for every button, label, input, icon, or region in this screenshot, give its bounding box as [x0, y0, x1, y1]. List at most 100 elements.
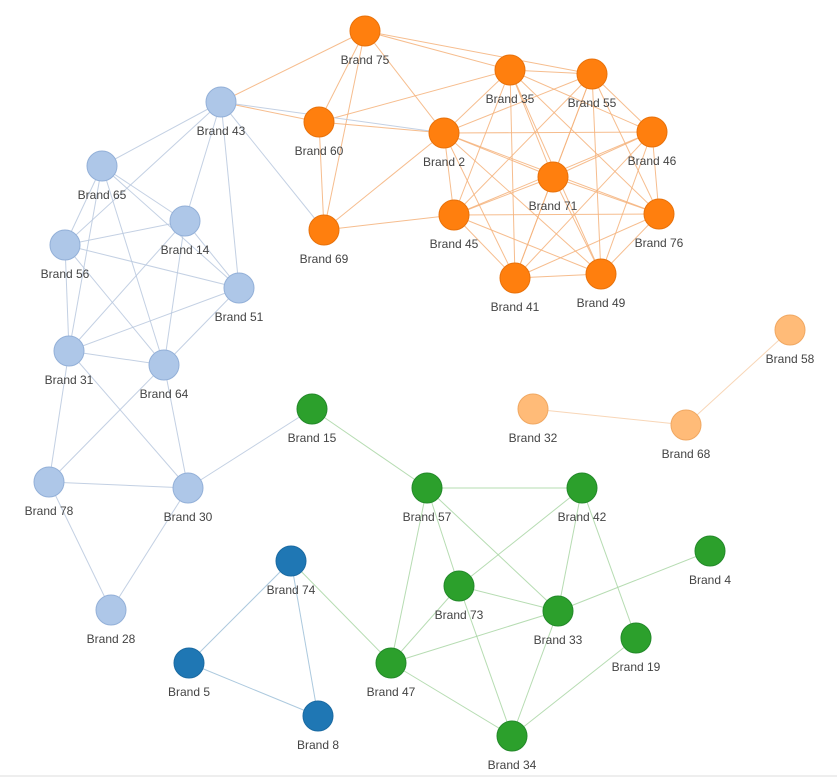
- node-brand-2[interactable]: [428, 117, 460, 149]
- node-label-brand-73: Brand 73: [435, 608, 484, 622]
- edge-brand-65-brand-64: [101, 165, 165, 366]
- edge-brand-60-brand-2: [318, 121, 445, 134]
- edge-brand-71-brand-76: [552, 176, 660, 215]
- node-label-brand-41: Brand 41: [491, 300, 540, 314]
- node-label-brand-4: Brand 4: [689, 573, 731, 587]
- node-brand-33[interactable]: [542, 595, 574, 627]
- edge-brand-69-brand-2: [323, 132, 445, 231]
- node-label-brand-46: Brand 46: [628, 154, 677, 168]
- edge-brand-74-brand-5: [188, 560, 292, 664]
- edge-brand-30-brand-28: [110, 487, 189, 611]
- node-brand-4[interactable]: [694, 535, 726, 567]
- node-brand-34[interactable]: [496, 720, 528, 752]
- edge-brand-74-brand-8: [290, 560, 319, 717]
- node-label-brand-34: Brand 34: [488, 758, 537, 772]
- edge-brand-73-brand-47: [390, 585, 460, 664]
- node-label-brand-15: Brand 15: [288, 431, 337, 445]
- edge-brand-43-brand-56: [64, 101, 222, 246]
- node-brand-55[interactable]: [576, 58, 608, 90]
- node-brand-28[interactable]: [95, 594, 127, 626]
- edge-brand-75-brand-43: [220, 30, 366, 103]
- node-label-brand-2: Brand 2: [423, 155, 465, 169]
- node-brand-45[interactable]: [438, 199, 470, 231]
- edge-brand-73-brand-34: [458, 585, 513, 737]
- node-brand-68[interactable]: [670, 409, 702, 441]
- edge-brand-31-brand-64: [68, 350, 165, 366]
- node-label-brand-28: Brand 28: [87, 632, 136, 646]
- edge-brand-42-brand-73: [458, 487, 583, 587]
- node-brand-49[interactable]: [585, 258, 617, 290]
- node-brand-41[interactable]: [499, 262, 531, 294]
- node-brand-46[interactable]: [636, 116, 668, 148]
- node-brand-43[interactable]: [205, 86, 237, 118]
- node-brand-14[interactable]: [169, 205, 201, 237]
- node-label-brand-75: Brand 75: [341, 53, 390, 67]
- node-brand-8[interactable]: [302, 700, 334, 732]
- edge-brand-15-brand-57: [311, 408, 428, 489]
- edge-brand-31-brand-78: [48, 350, 70, 483]
- node-label-brand-5: Brand 5: [168, 685, 210, 699]
- edge-brand-64-brand-30: [163, 364, 189, 489]
- node-brand-30[interactable]: [172, 472, 204, 504]
- edge-brand-75-brand-69: [323, 30, 366, 231]
- node-brand-47[interactable]: [375, 647, 407, 679]
- edge-brand-35-brand-76: [509, 69, 660, 215]
- edge-brand-78-brand-28: [48, 481, 112, 611]
- edge-brand-14-brand-56: [64, 220, 186, 246]
- edge-brand-30-brand-15: [187, 408, 313, 489]
- edge-brand-31-brand-30: [68, 350, 189, 489]
- edge-brand-43-brand-69: [220, 101, 325, 231]
- edge-brand-35-brand-46: [509, 69, 653, 133]
- node-brand-5[interactable]: [173, 647, 205, 679]
- node-brand-71[interactable]: [537, 161, 569, 193]
- edge-brand-78-brand-30: [48, 481, 189, 489]
- node-brand-74[interactable]: [275, 545, 307, 577]
- edge-brand-71-brand-41: [514, 176, 554, 279]
- node-brand-69[interactable]: [308, 214, 340, 246]
- edge-brand-55-brand-45: [453, 73, 593, 216]
- node-label-brand-30: Brand 30: [164, 510, 213, 524]
- node-label-brand-65: Brand 65: [78, 188, 127, 202]
- edge-brand-56-brand-51: [64, 244, 240, 289]
- node-label-brand-60: Brand 60: [295, 144, 344, 158]
- node-brand-65[interactable]: [86, 150, 118, 182]
- node-brand-32[interactable]: [517, 393, 549, 425]
- node-brand-73[interactable]: [443, 570, 475, 602]
- edge-brand-32-brand-68: [532, 408, 687, 426]
- node-label-brand-8: Brand 8: [297, 738, 339, 752]
- edge-brand-43-brand-14: [184, 101, 222, 222]
- edge-brand-35-brand-71: [509, 69, 554, 178]
- edge-brand-57-brand-73: [426, 487, 460, 587]
- edge-brand-14-brand-31: [68, 220, 186, 352]
- node-brand-19[interactable]: [620, 622, 652, 654]
- node-brand-58[interactable]: [774, 314, 806, 346]
- edge-brand-43-brand-65: [101, 101, 222, 167]
- edge-brand-42-brand-19: [581, 487, 637, 639]
- node-brand-60[interactable]: [303, 106, 335, 138]
- node-label-brand-55: Brand 55: [568, 96, 617, 110]
- edge-brand-2-brand-46: [443, 131, 653, 134]
- node-brand-15[interactable]: [296, 393, 328, 425]
- node-brand-57[interactable]: [411, 472, 443, 504]
- edge-brand-75-brand-2: [364, 30, 445, 134]
- node-brand-78[interactable]: [33, 466, 65, 498]
- edge-brand-45-brand-49: [453, 214, 602, 275]
- edge-brand-35-brand-41: [509, 69, 516, 279]
- node-brand-76[interactable]: [643, 198, 675, 230]
- node-label-brand-78: Brand 78: [25, 504, 74, 518]
- edge-brand-60-brand-69: [318, 121, 325, 231]
- edge-brand-71-brand-45: [453, 176, 554, 216]
- node-brand-64[interactable]: [148, 349, 180, 381]
- node-brand-51[interactable]: [223, 272, 255, 304]
- node-brand-31[interactable]: [53, 335, 85, 367]
- edge-brand-73-brand-33: [458, 585, 559, 612]
- node-label-brand-71: Brand 71: [529, 199, 578, 213]
- edge-brand-35-brand-45: [453, 69, 511, 216]
- node-brand-42[interactable]: [566, 472, 598, 504]
- node-brand-56[interactable]: [49, 229, 81, 261]
- node-brand-35[interactable]: [494, 54, 526, 86]
- node-brand-75[interactable]: [349, 15, 381, 47]
- edge-brand-76-brand-41: [514, 213, 660, 279]
